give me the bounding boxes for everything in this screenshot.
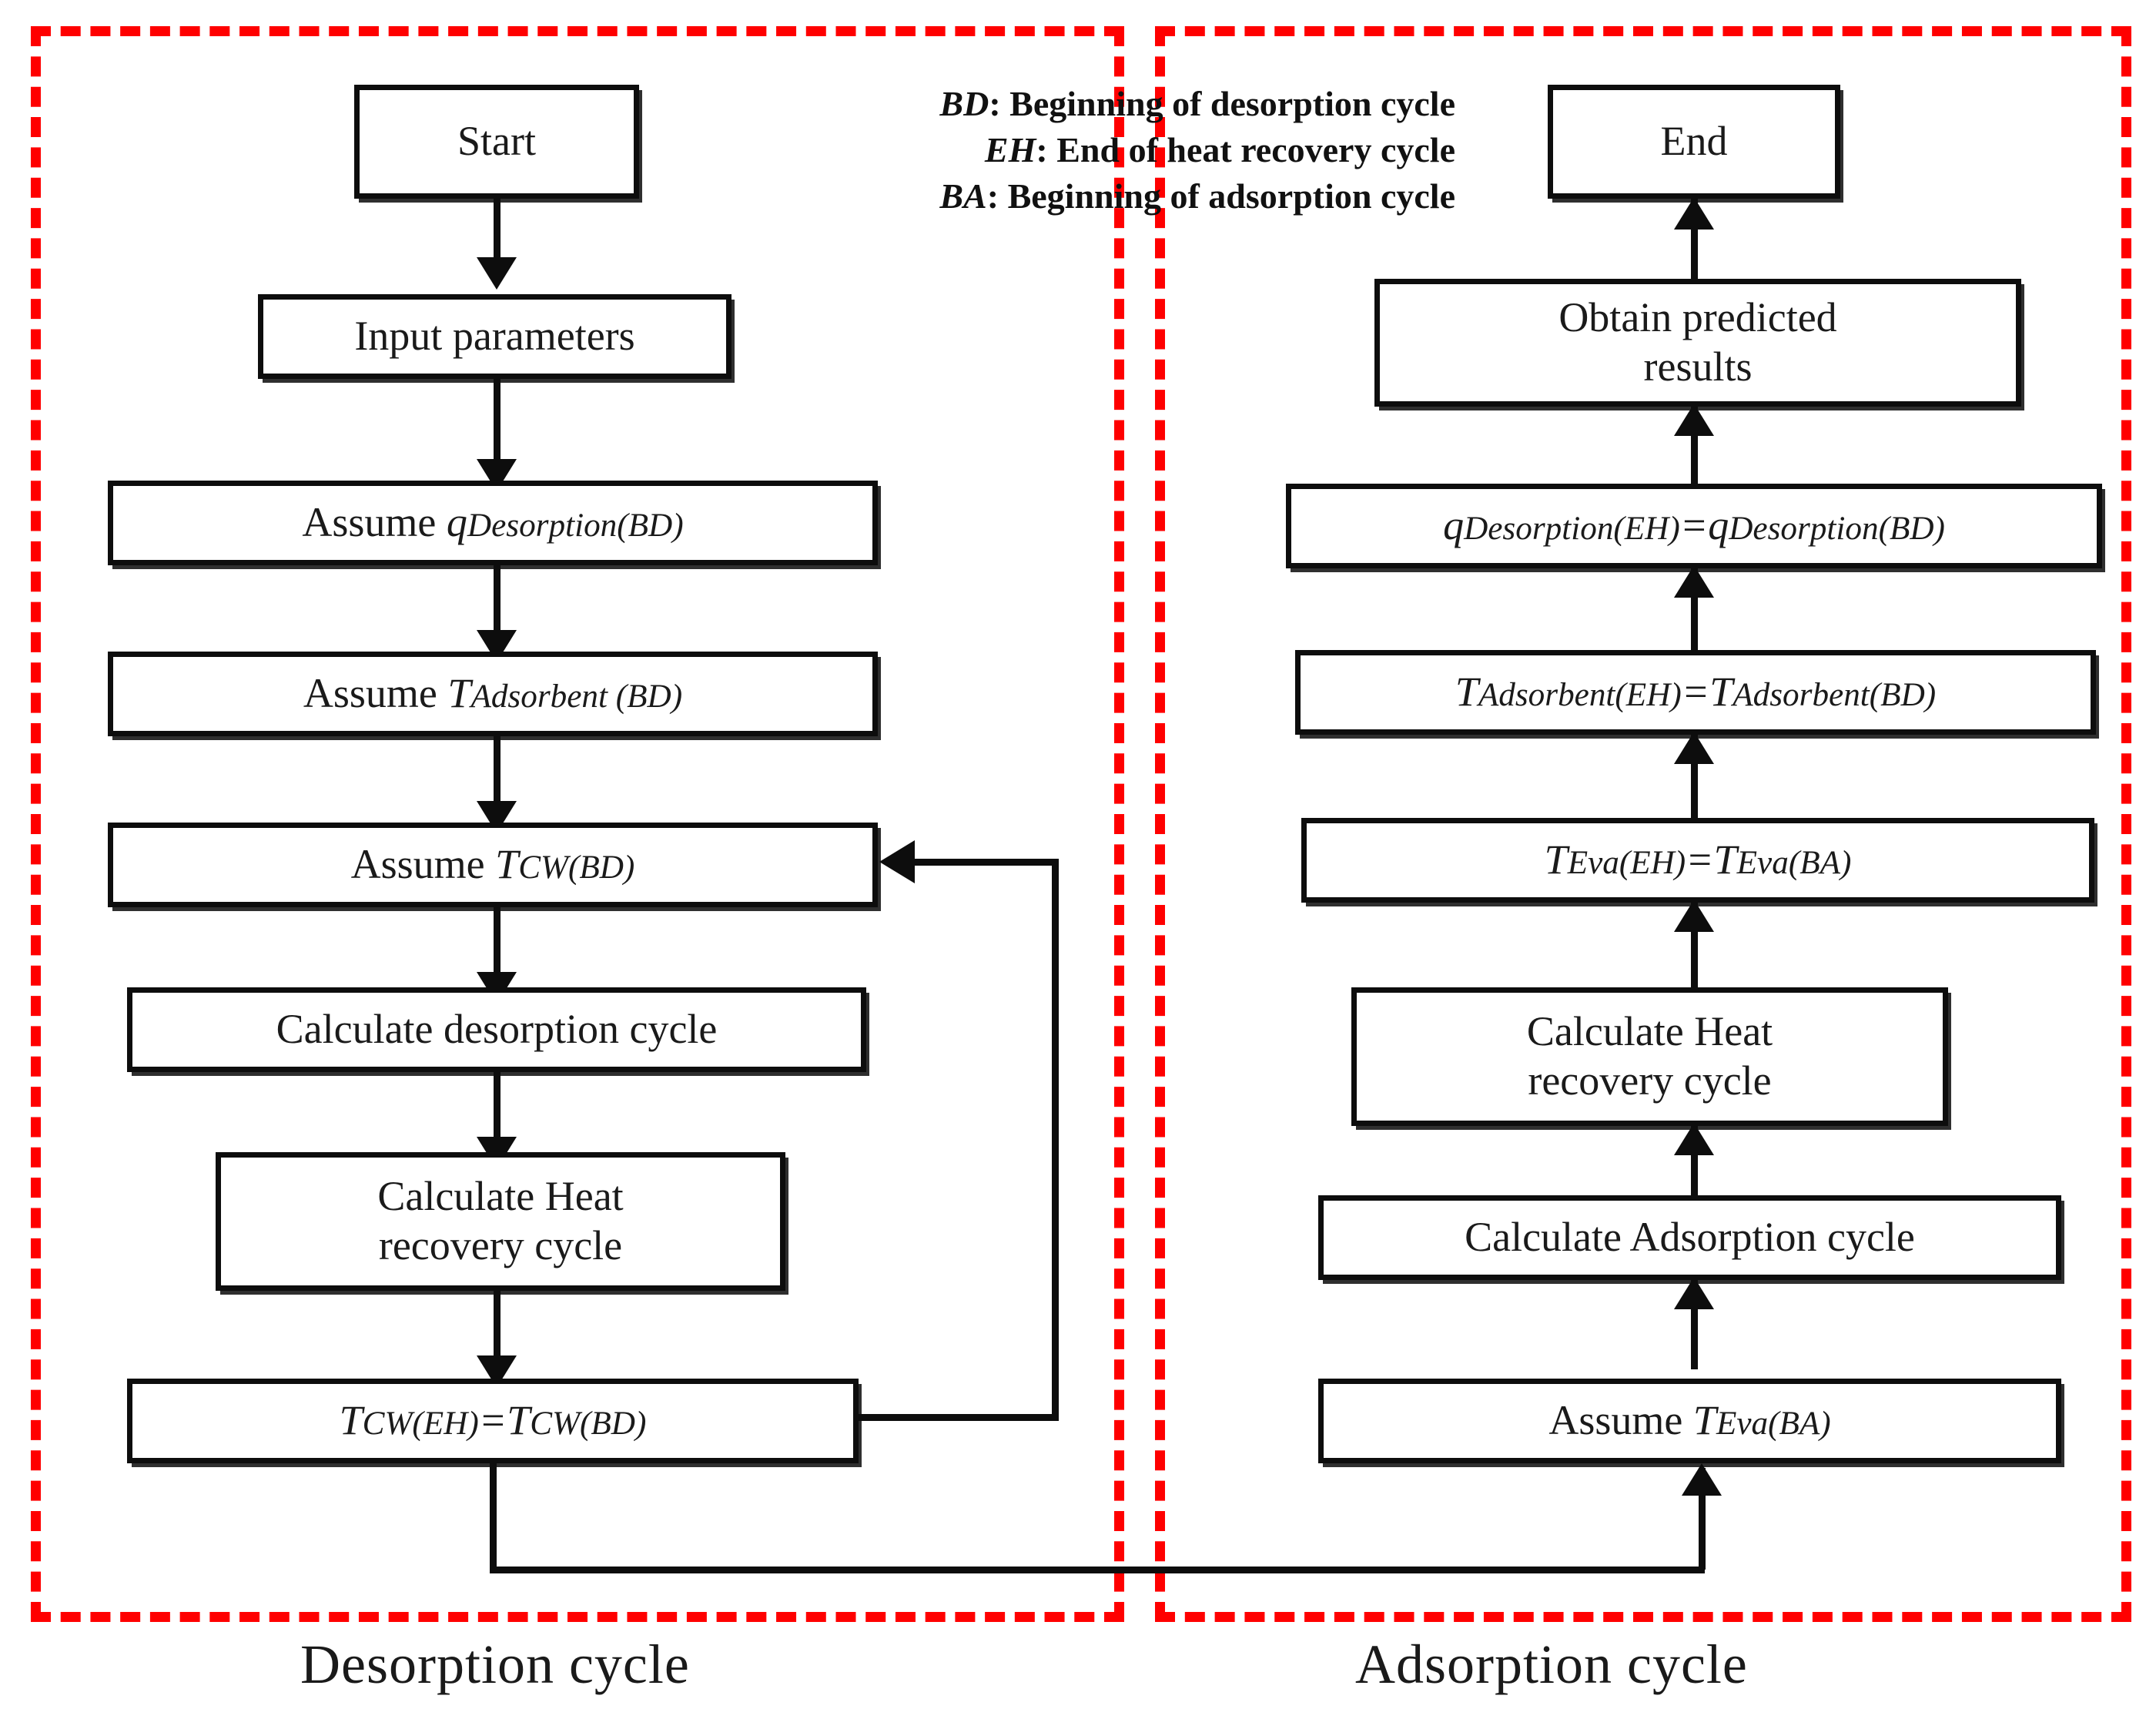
edge-assumetcw-to-calcdes — [494, 907, 500, 992]
arrowhead-calcads-to-calcheat2 — [1674, 1123, 1714, 1155]
node-t-eva-eh-equals-ba-label: TEva(EH)=TEva(BA) — [1544, 836, 1852, 883]
edge-cross-cycle-across — [490, 1567, 1705, 1573]
node-calculate-adsorption-cycle-label: Calculate Adsorption cycle — [1465, 1214, 1915, 1261]
arrowhead-assumeteva-to-calcads — [1674, 1277, 1714, 1309]
edge-calcheat-to-tcweq — [494, 1291, 500, 1376]
node-start-label: Start — [457, 118, 536, 165]
edge-feedback-segment-right — [859, 1414, 1059, 1421]
node-calculate-heat-recovery-cycle-left[interactable]: Calculate Heat recovery cycle — [216, 1152, 785, 1291]
legend-key-eh: EH — [984, 129, 1036, 169]
edge-assumeteva-to-calcads — [1691, 1280, 1698, 1369]
arrowhead-tevaeq-to-tadseq — [1674, 732, 1714, 764]
node-tcw-eh-equals-tcw-bd-label: TCW(EH)=TCW(BD) — [339, 1397, 647, 1444]
edge-tevaeq-to-tadseq — [1691, 735, 1698, 823]
node-assume-t-cw-bd[interactable]: Assume TCW(BD) — [108, 823, 878, 907]
legend-item-ba: BA: Beginning of adsorption cycle — [939, 176, 1455, 216]
node-assume-q-desorption-bd-label: Assume qDesorption(BD) — [302, 499, 684, 546]
node-assume-t-adsorbent-bd[interactable]: Assume TAdsorbent (BD) — [108, 652, 878, 736]
edge-qeq-to-obtain — [1691, 407, 1698, 488]
node-assume-t-cw-bd-label: Assume TCW(BD) — [350, 841, 635, 888]
edge-obtain-to-end — [1691, 199, 1698, 283]
edge-start-to-input — [494, 199, 500, 283]
node-input-parameters[interactable]: Input parameters — [258, 294, 732, 379]
arrowhead-feedback-into-assumetcw — [879, 840, 915, 883]
node-obtain-predicted-results[interactable]: Obtain predicted results — [1374, 279, 2021, 407]
arrowhead-tadseq-to-qeq — [1674, 565, 1714, 598]
edge-assumetads-to-assumetcw — [494, 736, 500, 827]
edge-cross-cycle-down — [490, 1463, 497, 1573]
node-calculate-desorption-cycle[interactable]: Calculate desorption cycle — [127, 987, 866, 1072]
edge-calcads-to-calcheat2 — [1691, 1126, 1698, 1211]
node-assume-q-desorption-bd[interactable]: Assume qDesorption(BD) — [108, 481, 878, 565]
node-assume-t-eva-ba[interactable]: Assume TEva(BA) — [1318, 1379, 2061, 1463]
region-label-desorption: Desorption cycle — [300, 1634, 690, 1695]
node-calculate-adsorption-cycle[interactable]: Calculate Adsorption cycle — [1318, 1195, 2061, 1280]
edge-tadseq-to-qeq — [1691, 568, 1698, 655]
edge-assumeq-to-assumetads — [494, 565, 500, 650]
node-assume-t-eva-ba-label: Assume TEva(BA) — [1548, 1397, 1831, 1444]
arrowhead-start-to-input — [477, 257, 517, 290]
legend: BD: Beginning of desorption cycle EH: En… — [778, 81, 1455, 219]
node-t-adsorbent-eh-equals-bd[interactable]: TAdsorbent(EH)=TAdsorbent(BD) — [1295, 650, 2096, 735]
arrowhead-calcheat2-to-tevaeq — [1674, 900, 1714, 932]
edge-input-to-assumeq — [494, 379, 500, 485]
node-input-parameters-label: Input parameters — [354, 313, 635, 360]
legend-key-ba: BA — [939, 176, 987, 216]
node-start[interactable]: Start — [354, 85, 639, 199]
node-end[interactable]: End — [1548, 85, 1840, 199]
legend-text-bd: : — [989, 84, 1010, 123]
edge-calcheat2-to-tevaeq — [1691, 903, 1698, 992]
node-tcw-eh-equals-tcw-bd[interactable]: TCW(EH)=TCW(BD) — [127, 1379, 859, 1463]
node-assume-t-adsorbent-bd-label: Assume TAdsorbent (BD) — [303, 670, 683, 717]
arrowhead-qeq-to-obtain — [1674, 404, 1714, 436]
node-calculate-heat-recovery-cycle-left-label: Calculate Heat recovery cycle — [377, 1173, 624, 1268]
legend-key-bd: BD — [939, 84, 989, 123]
node-t-adsorbent-eh-equals-bd-label: TAdsorbent(EH)=TAdsorbent(BD) — [1455, 668, 1937, 715]
node-t-eva-eh-equals-ba[interactable]: TEva(EH)=TEva(BA) — [1301, 818, 2094, 903]
node-q-desorption-eh-equals-bd[interactable]: qDesorption(EH)=qDesorption(BD) — [1286, 484, 2102, 568]
node-calculate-heat-recovery-cycle-right[interactable]: Calculate Heat recovery cycle — [1351, 987, 1948, 1126]
edge-feedback-segment-left — [915, 859, 1056, 866]
arrowhead-obtain-to-end — [1674, 197, 1714, 230]
node-obtain-predicted-results-label: Obtain predicted results — [1558, 294, 1837, 390]
legend-item-eh: EH: End of heat recovery cycle — [984, 129, 1455, 169]
edge-cross-cycle-up — [1699, 1468, 1706, 1570]
node-end-label: End — [1660, 118, 1728, 165]
node-calculate-desorption-cycle-label: Calculate desorption cycle — [276, 1006, 718, 1053]
edge-feedback-segment-up — [1052, 859, 1059, 1417]
node-q-desorption-eh-equals-bd-label: qDesorption(EH)=qDesorption(BD) — [1443, 502, 1945, 549]
region-label-adsorption: Adsorption cycle — [1355, 1634, 1748, 1695]
node-calculate-heat-recovery-cycle-right-label: Calculate Heat recovery cycle — [1526, 1008, 1773, 1104]
edge-calcdes-to-calcheat — [494, 1072, 500, 1157]
legend-item-bd: BD: Beginning of desorption cycle — [939, 84, 1455, 123]
arrowhead-cross-cycle-into-assumeteva — [1682, 1463, 1722, 1496]
